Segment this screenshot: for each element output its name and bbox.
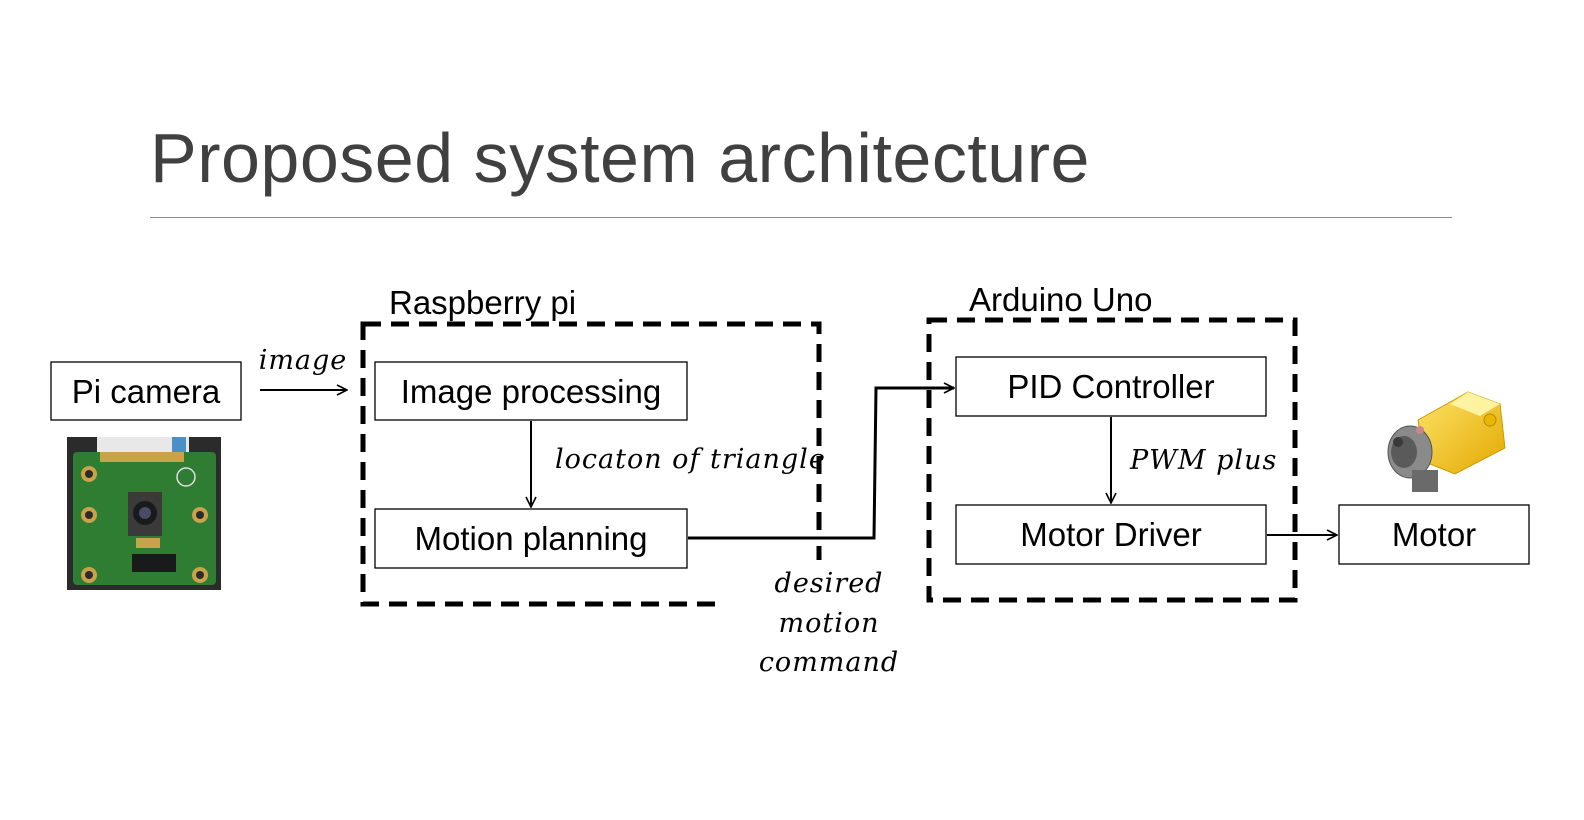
pi-camera-node: Pi camera xyxy=(50,361,242,421)
desired-edge-label-1: desired xyxy=(775,568,884,599)
title-divider xyxy=(150,217,1452,218)
motor-photo xyxy=(1387,391,1506,492)
motion-planning-node: Motion planning xyxy=(374,508,688,569)
motor-driver-node: Motor Driver xyxy=(955,504,1267,565)
location-edge-label: locaton of triangle xyxy=(555,444,826,475)
image-processing-node: Image processing xyxy=(374,361,688,421)
raspberry-pi-group xyxy=(360,321,822,607)
pid-controller-label: PID Controller xyxy=(1007,368,1214,405)
desired-edge-label-2: motion xyxy=(779,608,880,639)
planning-to-pid-arrow xyxy=(688,388,954,540)
motor-driver-label: Motor Driver xyxy=(1020,516,1202,553)
arduino-uno-group xyxy=(926,317,1298,603)
image-edge-label: image xyxy=(259,345,348,376)
image-processing-label: Image processing xyxy=(401,373,661,410)
slide-title: Proposed system architecture xyxy=(150,119,1090,197)
desired-edge-label-3: command xyxy=(759,647,899,678)
arduino-uno-label: Arduino Uno xyxy=(969,281,1152,318)
pwm-edge-label: PWM plus xyxy=(1129,445,1277,476)
group-border-gap xyxy=(722,598,822,610)
raspberry-pi-label: Raspberry pi xyxy=(389,284,576,321)
pi-camera-photo xyxy=(67,437,221,590)
motor-node: Motor xyxy=(1338,504,1530,565)
pid-controller-node: PID Controller xyxy=(955,356,1267,417)
motor-label: Motor xyxy=(1392,516,1476,553)
motion-planning-label: Motion planning xyxy=(415,520,648,557)
pi-camera-label: Pi camera xyxy=(72,373,221,410)
